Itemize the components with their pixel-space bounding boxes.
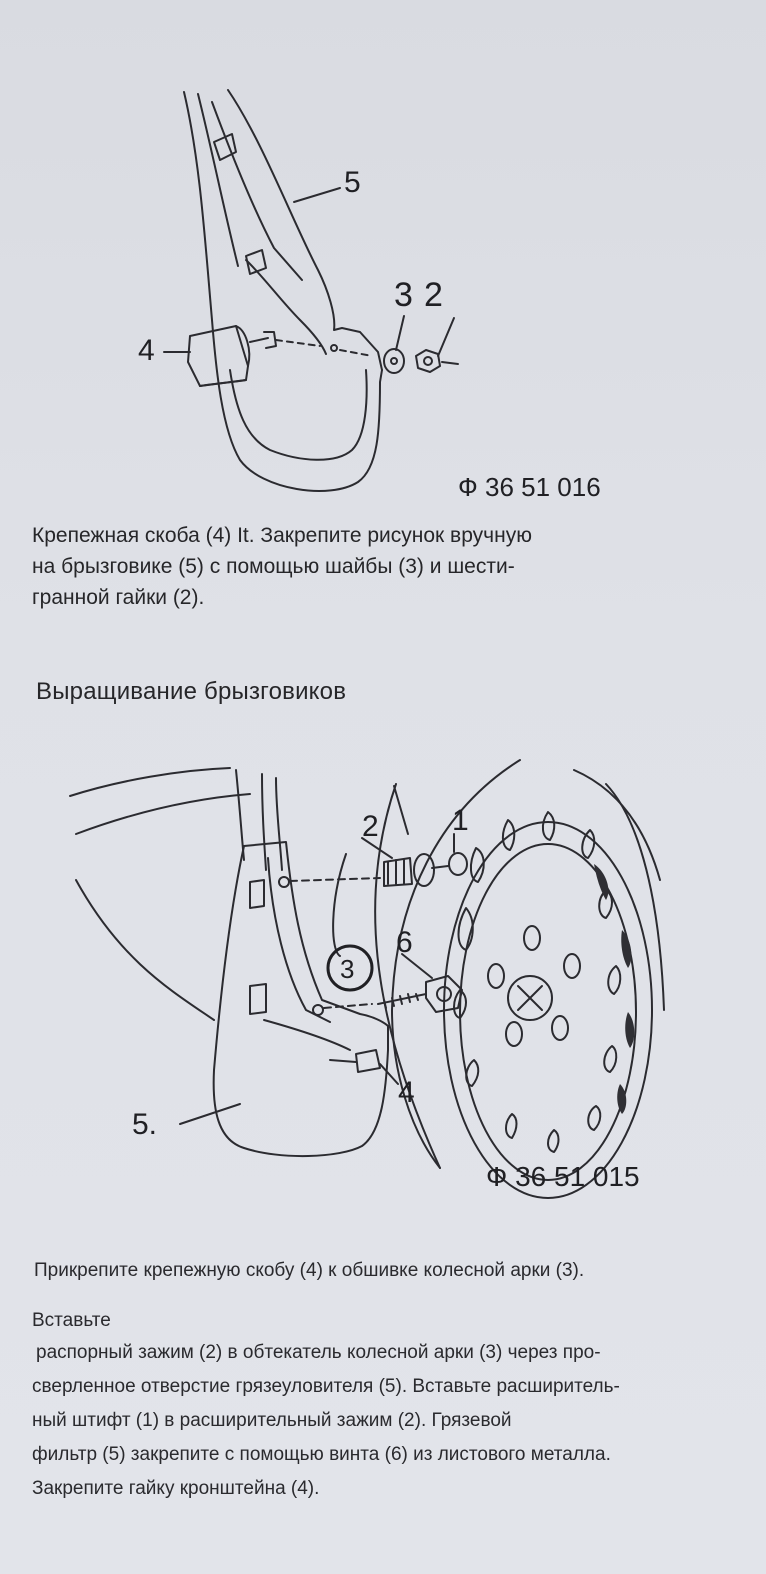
figure-code: Ф 36 51 016: [458, 472, 601, 502]
caption-1: Крепежная скоба (4) It. Закрепите рисуно…: [32, 520, 722, 613]
mudflap-wheel-figure: 3 2 1 6 4 5. Ф 36 51 015: [69, 759, 665, 1199]
caption-line: распорный зажим (2) в обтекатель колесно…: [36, 1342, 601, 1363]
callout-4: 4: [398, 1076, 415, 1109]
section-heading: Выращивание брызговиков: [36, 678, 347, 705]
caption-line: Крепежная скоба (4) It. Закрепите рисуно…: [32, 524, 532, 547]
callout-5: 5.: [132, 1108, 157, 1141]
caption-line: гранной гайки (2).: [32, 586, 205, 609]
callout-2: 2: [424, 276, 443, 314]
callout-3: 3: [394, 276, 413, 314]
caption-line: сверленное отверстие грязеуловителя (5).…: [32, 1376, 620, 1397]
caption-line: фильтр (5) закрепите с помощью винта (6)…: [32, 1444, 611, 1465]
caption-line: на брызговике (5) с помощью шайбы (3) и …: [32, 555, 515, 578]
callout-5: 5: [344, 166, 361, 199]
callout-4: 4: [138, 334, 155, 367]
callout-2: 2: [362, 810, 379, 843]
caption-line: Закрепите гайку кронштейна (4).: [32, 1478, 320, 1499]
callout-1: 1: [452, 804, 469, 837]
caption-line: Прикрепите крепежную скобу (4) к обшивке…: [34, 1260, 585, 1281]
callout-6: 6: [396, 926, 413, 959]
caption-line: ный штифт (1) в расширительный зажим (2)…: [32, 1410, 512, 1431]
callout-3: 3: [340, 954, 354, 984]
caption-line: Вставьте: [32, 1310, 111, 1331]
mudflap-bracket-figure: 5 3 2 4 Ф 36 51 016: [138, 89, 601, 502]
figure-code: Ф 36 51 015: [486, 1161, 640, 1192]
